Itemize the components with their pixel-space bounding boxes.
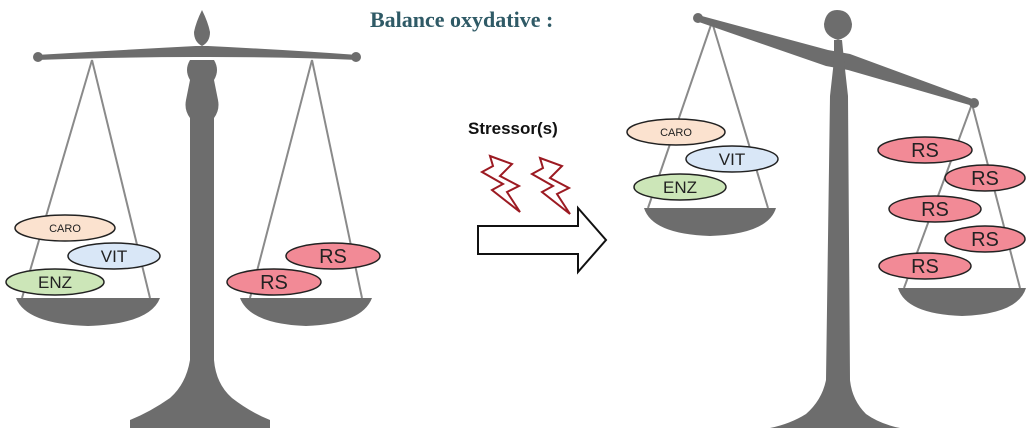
caro-label: CARO xyxy=(49,223,81,235)
rs-molecule: RS xyxy=(878,252,972,280)
diagram-title: Balance oxydative : xyxy=(370,7,553,32)
rs-molecule: RS xyxy=(944,164,1026,192)
vit-molecule: VIT xyxy=(67,242,161,270)
rs-label: RS xyxy=(921,199,949,221)
scale-finial xyxy=(824,10,852,40)
rs-label: RS xyxy=(260,272,288,294)
right-arrow xyxy=(477,205,608,275)
left-pan xyxy=(16,298,160,326)
rs-label: RS xyxy=(971,229,999,251)
beam-end-knob xyxy=(351,52,361,62)
lightning-icon xyxy=(529,156,572,215)
vit-molecule: VIT xyxy=(685,145,779,173)
balanced-scale: CARO VIT ENZ RS RS xyxy=(5,10,381,428)
scale-pillar xyxy=(130,60,270,428)
caro-molecule: CARO xyxy=(14,214,116,242)
enz-molecule: ENZ xyxy=(5,268,105,296)
beam-end-knob xyxy=(969,98,979,108)
right-pan xyxy=(898,288,1026,316)
enz-label: ENZ xyxy=(38,273,72,292)
caro-label: CARO xyxy=(660,127,692,139)
left-pan xyxy=(644,208,776,236)
lightning-icon xyxy=(479,154,522,213)
beam-end-knob xyxy=(693,13,703,23)
left-pan-string xyxy=(21,59,93,299)
rs-molecule: RS xyxy=(888,195,982,223)
rs-molecule: RS xyxy=(944,225,1026,253)
left-pan-string xyxy=(711,21,769,209)
enz-molecule: ENZ xyxy=(633,173,727,201)
right-pan-string xyxy=(971,103,1021,289)
right-pan-string xyxy=(249,59,313,299)
rs-molecule: RS xyxy=(226,268,322,296)
rs-molecule: RS xyxy=(877,136,973,164)
stressor-label: Stressor(s) xyxy=(468,119,558,138)
rs-molecule: RS xyxy=(285,242,381,270)
vit-label: VIT xyxy=(101,247,127,266)
rs-label: RS xyxy=(911,256,939,278)
enz-label: ENZ xyxy=(663,178,697,197)
right-pan xyxy=(240,298,372,326)
scale-pillar xyxy=(770,40,900,428)
rs-label: RS xyxy=(911,140,939,162)
beam-end-knob xyxy=(33,52,43,62)
caro-molecule: CARO xyxy=(626,118,726,146)
tilted-scale: CARO VIT ENZ RS RS RS RS RS xyxy=(626,10,1026,428)
vit-label: VIT xyxy=(719,150,745,169)
rs-label: RS xyxy=(971,168,999,190)
scale-beam xyxy=(36,46,358,60)
rs-label: RS xyxy=(319,246,347,268)
scale-finial xyxy=(194,10,210,46)
